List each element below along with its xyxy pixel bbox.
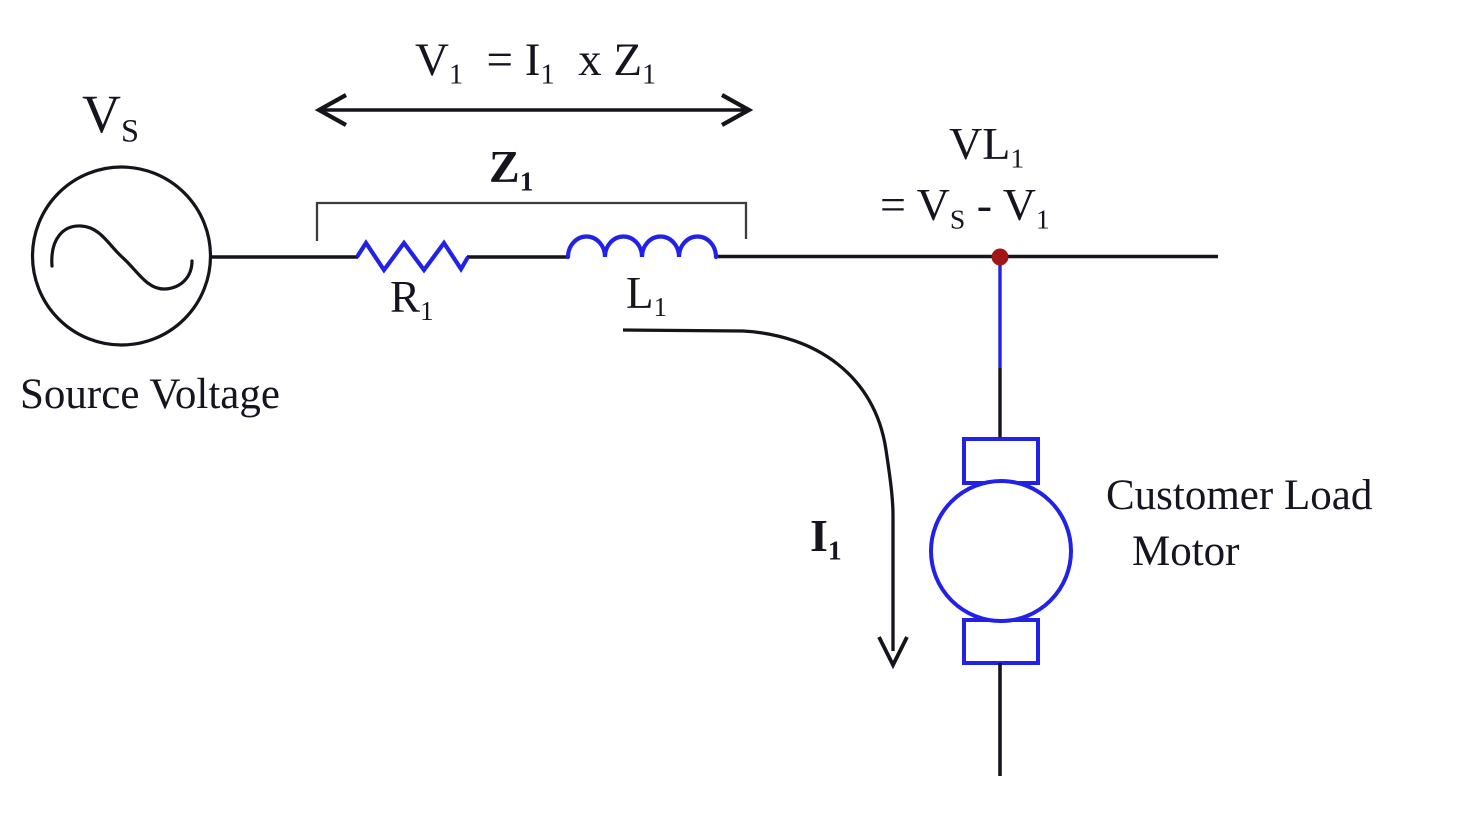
vl1-sub: 1 — [1010, 142, 1025, 174]
v1-equation-label: V1 = I1 x Z1 — [415, 34, 657, 91]
i1-sub: 1 — [827, 534, 842, 566]
i1-main: I — [810, 510, 828, 561]
source-voltage-symbol-label: VS — [82, 86, 139, 149]
current-label: I1 — [810, 510, 842, 566]
node-dot — [991, 248, 1009, 266]
inductor-label: L1 — [626, 268, 668, 323]
vl1-eq-s1: S — [949, 203, 966, 235]
r1-main: R — [390, 272, 421, 322]
resistor-symbol — [355, 239, 470, 274]
arrow-down-icon — [877, 636, 909, 670]
vl1-eq-p1: = V — [880, 179, 950, 230]
source-voltage-caption: Source Voltage — [20, 371, 280, 418]
load-caption-line2: Motor — [1132, 528, 1240, 575]
l1-sub: 1 — [653, 292, 668, 323]
motor-icon — [929, 479, 1073, 623]
vl1-eq-s2: 1 — [1035, 203, 1050, 235]
motor-top-terminal — [962, 437, 1040, 485]
v1-eq-s1: 1 — [448, 59, 464, 91]
v1-eq-p2: = I — [463, 34, 541, 86]
impedance-label: Z1 — [489, 141, 534, 197]
load-caption-line1: Customer Load — [1106, 472, 1373, 519]
arrow-left-icon — [314, 93, 348, 127]
v1-eq-p3: x Z — [554, 34, 643, 86]
vl1-eq-p2: - V — [965, 179, 1036, 230]
load-voltage-label: VL1 — [949, 118, 1025, 174]
inductor-symbol — [565, 234, 719, 260]
vs-sub: S — [121, 113, 140, 150]
z1-bracket — [315, 201, 748, 241]
r1-sub: 1 — [420, 296, 434, 327]
l1-main: L — [626, 268, 654, 318]
v1-eq-p1: V — [415, 34, 449, 86]
current-arrow-shaft — [622, 328, 895, 651]
z1-sub: 1 — [519, 165, 534, 197]
motor-bottom-terminal — [962, 618, 1040, 665]
vl1-main: VL — [949, 118, 1011, 169]
z1-main: Z — [489, 141, 520, 192]
v1-eq-s2: 1 — [540, 59, 555, 91]
resistor-label: R1 — [390, 272, 434, 327]
load-voltage-equation-label: = VS - V1 — [880, 179, 1050, 235]
sine-wave-icon — [50, 224, 194, 291]
vs-main: V — [82, 84, 121, 144]
arrow-right-icon — [720, 93, 754, 127]
v1-eq-s3: 1 — [642, 59, 657, 91]
